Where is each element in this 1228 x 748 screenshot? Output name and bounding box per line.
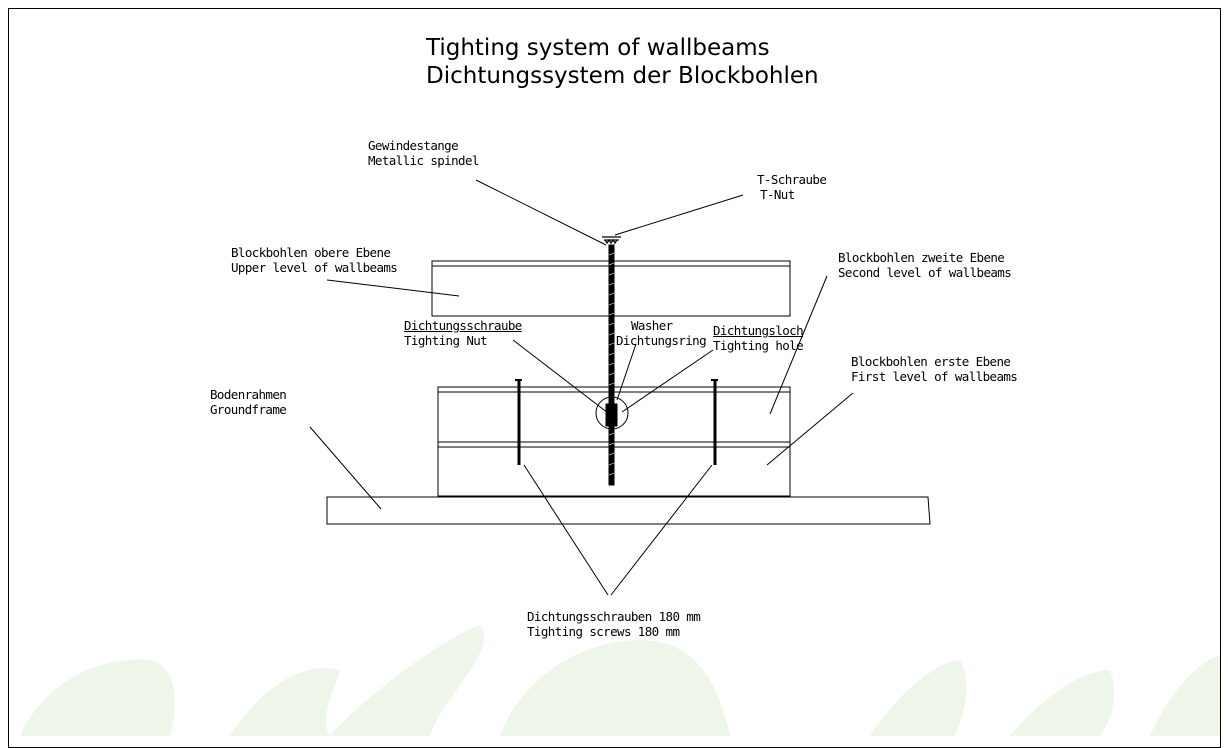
tighting-screw-right [711, 379, 718, 465]
label-groundframe: Bodenrahmen Groundframe [210, 387, 287, 417]
label-nut-de: Dichtungsschraube [404, 318, 522, 333]
diagram-title: Tighting system of wallbeams Dichtungssy… [426, 34, 819, 90]
label-spindle-de: Gewindestange [368, 138, 459, 153]
spindle-thread [608, 252, 615, 476]
label-groundframe-de: Bodenrahmen [210, 387, 287, 402]
label-second-de: Blockbohlen zweite Ebene [838, 250, 1005, 265]
tighting-hole [595, 396, 629, 430]
label-groundframe-en: Groundframe [210, 402, 287, 417]
label-spindle-en: Metallic spindel [368, 153, 479, 168]
label-tighting-nut: Dichtungsschraube Tighting Nut [404, 318, 522, 348]
groundframe-beam [326, 496, 931, 525]
label-hole-de: Dichtungsloch [713, 323, 804, 338]
title-line-1: Tighting system of wallbeams [426, 35, 770, 61]
label-tnut-de: T-Schraube [757, 172, 827, 187]
label-t-nut: T-Schraube T-Nut [757, 172, 827, 202]
label-washer-en: Washer [631, 318, 673, 333]
label-nut-en: Tighting Nut [404, 333, 488, 348]
leader-lines [309, 179, 854, 596]
label-upper-de: Blockbohlen obere Ebene [231, 245, 391, 260]
label-upper-level: Blockbohlen obere Ebene Upper level of w… [231, 245, 398, 275]
label-metallic-spindel: Gewindestange Metallic spindel [368, 138, 479, 168]
label-washer-de: Dichtungsring [616, 333, 707, 348]
title-line-2: Dichtungssystem der Blockbohlen [426, 63, 819, 89]
label-second-level: Blockbohlen zweite Ebene Second level of… [838, 250, 1012, 280]
label-first-level: Blockbohlen erste Ebene First level of w… [851, 354, 1018, 384]
label-screws-de: Dichtungsschrauben 180 mm [527, 609, 701, 624]
label-first-en: First level of wallbeams [851, 369, 1018, 384]
label-screws-en: Tighting screws 180 mm [527, 624, 680, 639]
label-tnut-en: T-Nut [760, 187, 795, 202]
tighting-screw-left [515, 379, 522, 465]
label-first-de: Blockbohlen erste Ebene [851, 354, 1011, 369]
t-nut [602, 236, 621, 245]
tighting-nut [605, 403, 618, 427]
label-washer: Washer Dichtungsring [616, 318, 707, 348]
label-tighting-hole: Dichtungsloch Tighting hole [713, 323, 804, 353]
label-hole-en: Tighting hole [713, 338, 804, 353]
label-upper-en: Upper level of wallbeams [231, 260, 398, 275]
label-second-en: Second level of wallbeams [838, 265, 1012, 280]
label-tighting-screws: Dichtungsschrauben 180 mm Tighting screw… [527, 609, 701, 639]
